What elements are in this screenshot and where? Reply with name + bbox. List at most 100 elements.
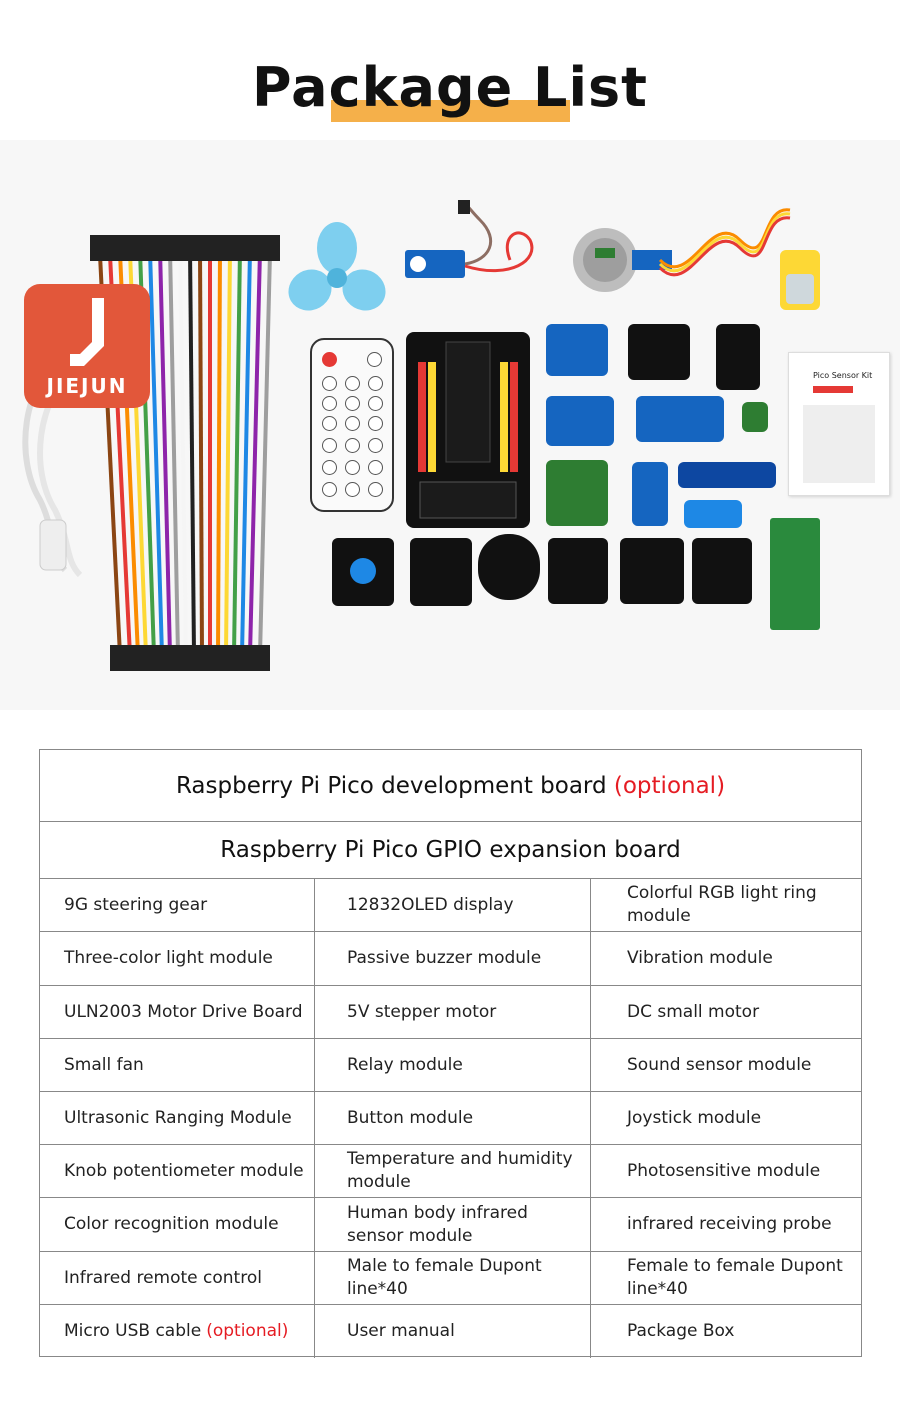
vibration-module-image [548, 538, 608, 604]
remote-key [368, 396, 383, 411]
table-cell: Male to female Dupont line*40 [315, 1252, 591, 1305]
remote-key [368, 482, 383, 497]
table-cell: User manual [315, 1305, 591, 1358]
table-cell: Knob potentiometer module [40, 1145, 315, 1198]
item-label: Human body infrared sensor module [347, 1202, 528, 1246]
table-cell: Three-color light module [40, 932, 315, 986]
item-label: 5V stepper motor [347, 1001, 497, 1022]
remote-key [345, 482, 360, 497]
item-label: Small fan [64, 1054, 144, 1075]
uln2003-image [546, 460, 608, 526]
table-cell: Button module [315, 1092, 591, 1145]
item-label: User manual [347, 1321, 455, 1341]
optional-badge: (optional) [206, 1321, 289, 1341]
item-label: Photosensitive module [627, 1160, 821, 1181]
item-label: Color recognition module [64, 1214, 279, 1234]
raspberry-pi-pico-image [770, 518, 820, 630]
remote-key [322, 416, 337, 431]
item-label: DC small motor [627, 1001, 760, 1022]
package-list-table: Raspberry Pi Pico development board (opt… [39, 749, 862, 1358]
photosensitive-module-image [620, 538, 684, 604]
remote-key [322, 376, 337, 391]
item-label: infrared receiving probe [627, 1214, 832, 1234]
item-label: 12832OLED display [347, 894, 514, 915]
oled-image [678, 462, 776, 488]
rgb-ring-image [478, 534, 540, 600]
potentiometer-module-image [692, 538, 752, 604]
table-cell: Vibration module [591, 932, 861, 986]
page-title-area: Package List [0, 48, 900, 128]
user-manual-image: Pico Sensor Kit [788, 352, 890, 496]
button-module-image [332, 538, 394, 606]
table-cell: Photosensitive module [591, 1145, 861, 1198]
item-label: ULN2003 Motor Drive Board [64, 1001, 303, 1022]
table-cell: Temperature and humidity module [315, 1145, 591, 1198]
manual-title: Pico Sensor Kit [813, 371, 873, 380]
remote-key [345, 438, 360, 453]
fan-image [288, 222, 386, 311]
rgb-led-module-image [410, 538, 472, 606]
menu-key [367, 352, 382, 367]
remote-key [368, 416, 383, 431]
item-label: Three-color light module [64, 948, 273, 968]
manual-diagram [803, 405, 875, 483]
table-cell: DC small motor [591, 986, 861, 1039]
item-label: Joystick module [627, 1107, 762, 1128]
gpio-expansion-board-image [406, 332, 530, 528]
table-cell: Human body infrared sensor module [315, 1198, 591, 1252]
relay-image [546, 396, 614, 446]
product-photo: Pico Sensor Kit [0, 140, 900, 710]
table-row-expansion-board: Raspberry Pi Pico GPIO expansion board [40, 822, 861, 879]
button-cap-icon [350, 558, 376, 584]
table-cell: ULN2003 Motor Drive Board [40, 986, 315, 1039]
logo-text: JIEJUN [46, 374, 128, 398]
remote-key [322, 396, 337, 411]
item-label: Infrared remote control [64, 1267, 262, 1288]
remote-key [322, 460, 337, 475]
ir-remote-image [310, 338, 394, 512]
title-highlight-bar [331, 100, 570, 122]
manual-red-band [813, 386, 853, 393]
table-cell: Package Box [591, 1305, 861, 1358]
ultrasonic-image [636, 396, 724, 442]
item-label: Sound sensor module [627, 1054, 812, 1075]
table-cell: Infrared remote control [40, 1252, 315, 1305]
expansion-board-pins [418, 341, 518, 519]
page-title: Package List [252, 56, 648, 119]
dupont-wires-image [90, 235, 280, 671]
remote-key [368, 376, 383, 391]
item-label: Male to female Dupont line*40 [347, 1256, 542, 1299]
table-row-dev-board: Raspberry Pi Pico development board (opt… [40, 750, 861, 822]
remote-key [368, 460, 383, 475]
item-label: Vibration module [627, 948, 773, 968]
remote-key [368, 438, 383, 453]
item-label: Button module [347, 1107, 474, 1128]
optional-badge: (optional) [613, 772, 726, 799]
pir-sensor-image [546, 324, 608, 376]
brand-logo: JIEJUN [24, 284, 150, 408]
item-label: Knob potentiometer module [64, 1160, 304, 1181]
item-label: Package Box [627, 1321, 735, 1341]
remote-key [322, 438, 337, 453]
item-label: 9G steering gear [64, 894, 208, 915]
item-label: Micro USB cable [64, 1321, 202, 1341]
remote-key [345, 460, 360, 475]
item-label: Passive buzzer module [347, 948, 542, 968]
table-cell: Small fan [40, 1039, 315, 1092]
dev-board-label: Raspberry Pi Pico development board [175, 772, 607, 799]
table-cell: Ultrasonic Ranging Module [40, 1092, 315, 1145]
table-cell: Colorful RGB light ring module [591, 879, 861, 932]
remote-key [345, 396, 360, 411]
color-sensor-image [632, 462, 668, 526]
item-label: Relay module [347, 1054, 463, 1075]
table-cell: 9G steering gear [40, 879, 315, 932]
table-cell: Color recognition module [40, 1198, 315, 1252]
item-label: Female to female Dupont line*40 [627, 1256, 843, 1299]
item-label: Colorful RGB light ring module [627, 883, 817, 926]
remote-key [322, 482, 337, 497]
table-cell: 5V stepper motor [315, 986, 591, 1039]
item-label: Temperature and humidity module [347, 1149, 573, 1192]
table-cell: Relay module [315, 1039, 591, 1092]
expansion-board-label: Raspberry Pi Pico GPIO expansion board [220, 837, 681, 863]
table-cell: Sound sensor module [591, 1039, 861, 1092]
